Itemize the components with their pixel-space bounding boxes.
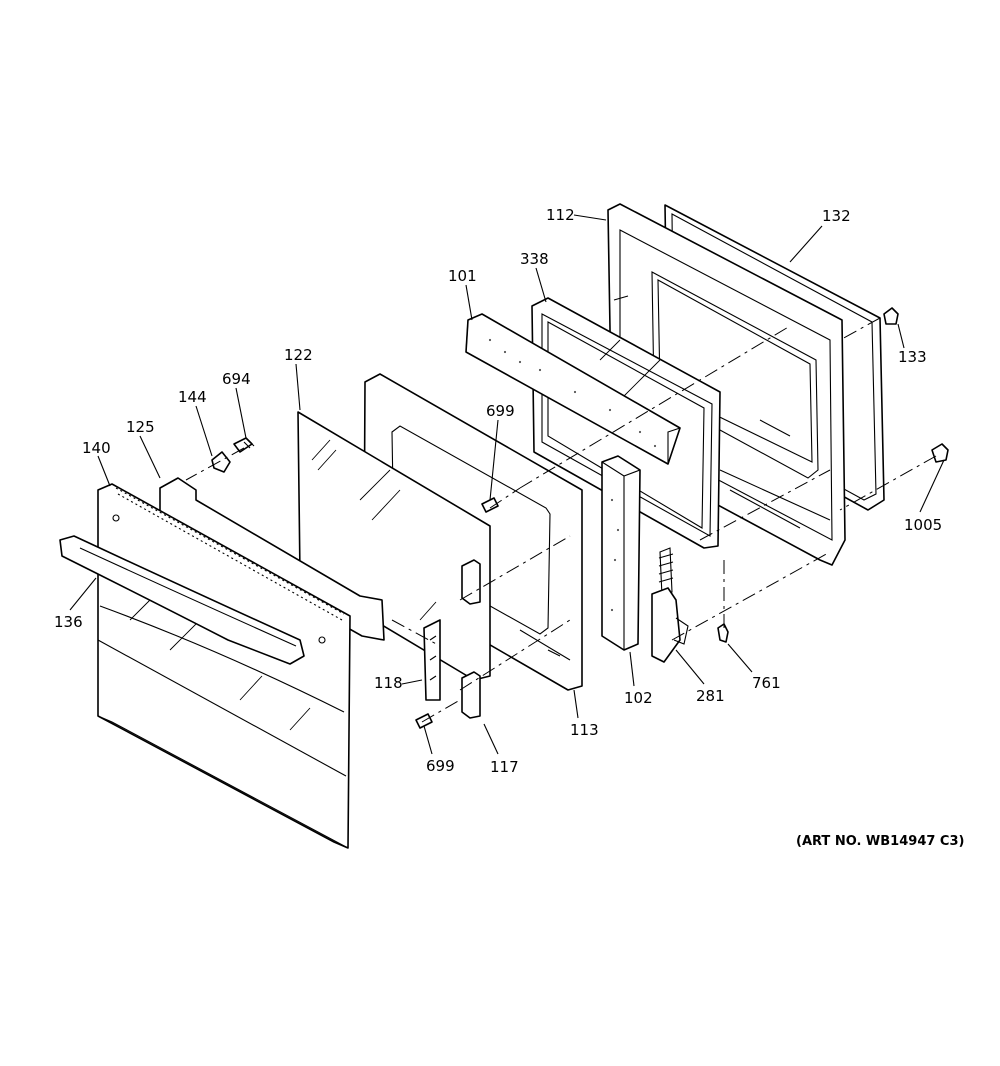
part-281-hinge bbox=[651, 547, 689, 663]
callout-144: 144 bbox=[178, 388, 207, 406]
assembly-lines bbox=[185, 317, 937, 723]
callout-136: 136 bbox=[54, 613, 83, 631]
part-122-door-glass bbox=[297, 411, 491, 681]
callout-140: 140 bbox=[82, 439, 111, 457]
part-101-insulation bbox=[465, 313, 681, 465]
clip-144 bbox=[211, 451, 231, 473]
bumper-133 bbox=[883, 307, 899, 325]
callout-113: 113 bbox=[570, 721, 599, 739]
callout-labels: 112 132 338 101 133 122 694 144 699 125 … bbox=[54, 206, 964, 849]
part-117-bracket bbox=[461, 559, 481, 719]
callout-761: 761 bbox=[752, 674, 781, 692]
callout-112: 112 bbox=[546, 206, 575, 224]
part-102-insulation-block bbox=[601, 455, 641, 651]
callout-122: 122 bbox=[284, 346, 313, 364]
part-140-outer-door bbox=[97, 483, 351, 849]
screw-1005 bbox=[931, 443, 949, 463]
callout-133: 133 bbox=[898, 348, 927, 366]
art-number: (ART NO. WB14947 C3) bbox=[796, 834, 964, 849]
screw-761 bbox=[717, 623, 729, 643]
callout-125: 125 bbox=[126, 418, 155, 436]
callout-338: 338 bbox=[520, 250, 549, 268]
callout-699-lower: 699 bbox=[426, 757, 455, 775]
part-136-door-handle bbox=[59, 535, 305, 665]
callout-694: 694 bbox=[222, 370, 251, 388]
callout-102: 102 bbox=[624, 689, 653, 707]
screw-694 bbox=[233, 437, 255, 453]
leader-lines bbox=[69, 214, 945, 755]
callout-1005: 1005 bbox=[904, 516, 942, 534]
callout-117: 117 bbox=[490, 758, 519, 776]
callout-281: 281 bbox=[696, 687, 725, 705]
callout-118: 118 bbox=[374, 674, 403, 692]
part-118-bracket bbox=[423, 619, 441, 701]
callout-132: 132 bbox=[822, 207, 851, 225]
callout-699-upper: 699 bbox=[486, 402, 515, 420]
callout-101: 101 bbox=[448, 267, 477, 285]
